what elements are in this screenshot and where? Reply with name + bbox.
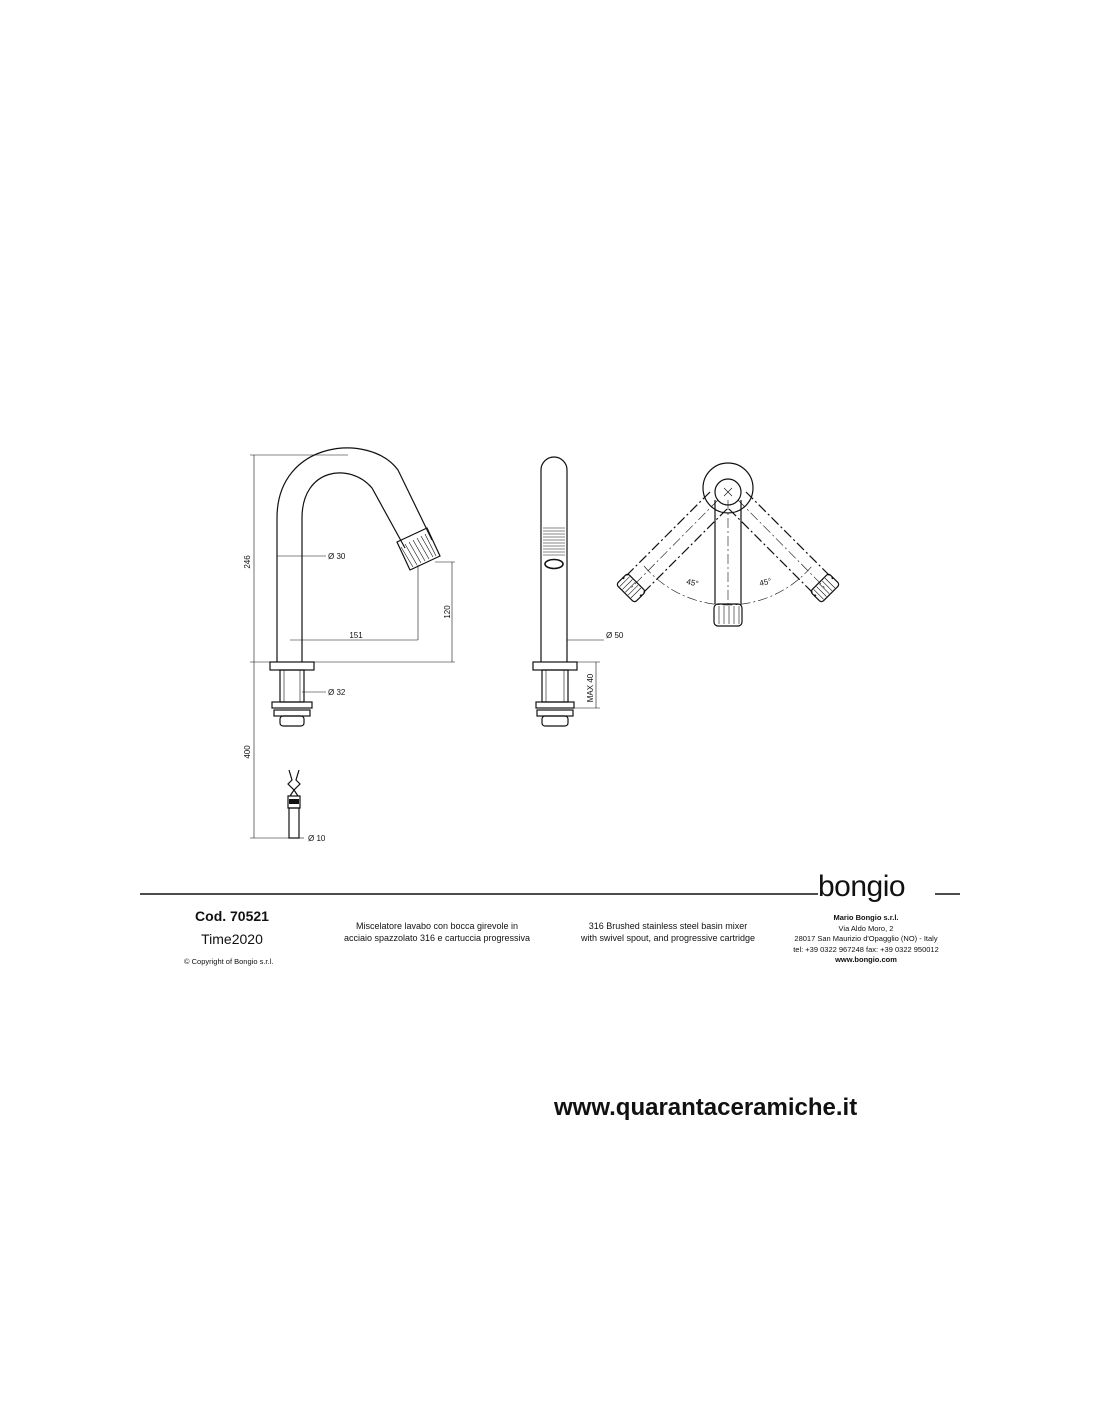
front-dimension-lines: [567, 639, 604, 709]
retailer-website-link[interactable]: www.quarantaceramiche.it: [554, 1094, 858, 1121]
front-nut-3: [541, 715, 569, 727]
description-italian-line2: acciaio spazzolato 316 e cartuccia progr…: [343, 933, 531, 943]
dim-shank-diameter: Ø 32: [328, 688, 346, 697]
copyright-notice: © Copyright of Bongio s.r.l.: [184, 957, 274, 966]
dim-hose-length: 400: [243, 745, 252, 759]
dim-max-thickness: MAX 40: [586, 673, 595, 702]
top-arm-right: [728, 491, 840, 603]
description-english: 316 Brushed stainless steel basin mixer …: [553, 920, 783, 944]
company-name: Mario Bongio s.r.l.: [833, 913, 899, 922]
dim-angle-right: 45°: [759, 577, 773, 588]
description-english-line2: with swivel spout, and progressive cartr…: [580, 933, 756, 943]
side-view: 246 Ø 30 120 151 Ø 32 400 Ø 10: [243, 447, 455, 843]
side-nut-1: [271, 701, 313, 709]
front-aerator-icon: [543, 527, 565, 570]
angle-arc: [643, 565, 813, 606]
top-hub-outer: [702, 462, 754, 514]
dim-height-total: 246: [243, 555, 252, 569]
company-info: Mario Bongio s.r.l. Via Aldo Moro, 2 280…: [760, 913, 972, 966]
side-nut-2: [273, 709, 311, 717]
dim-angle-left: 45°: [686, 577, 700, 588]
side-dimension-lines: [250, 454, 455, 839]
side-spout-outer: [276, 447, 433, 662]
top-arm-center: [713, 500, 743, 627]
product-code: Cod. 70521: [195, 908, 269, 924]
product-name: Time2020: [201, 931, 263, 947]
front-base-flange: [532, 661, 578, 671]
company-phone: tel: +39 0322 967248 fax: +39 0322 95001…: [793, 944, 939, 954]
description-italian-line1: Miscelatore lavabo con bocca girevole in: [355, 921, 519, 931]
dim-hose-diameter: Ø 10: [308, 834, 326, 843]
bongio-logo: bongio: [818, 870, 906, 903]
top-view: 45° 45°: [616, 462, 840, 627]
dim-spout-diameter: Ø 30: [328, 552, 346, 561]
company-website: www.bongio.com: [835, 955, 897, 964]
front-view: Ø 50 MAX 40: [532, 456, 624, 727]
side-base-flange: [269, 661, 315, 671]
front-nut-1: [535, 701, 575, 709]
front-nut-2: [536, 709, 574, 717]
company-address-line2: 28017 San Maurizio d'Opagglio (NO) - Ita…: [794, 934, 938, 943]
side-hose-icon: [287, 769, 301, 839]
dim-spout-reach: 151: [349, 631, 363, 640]
dim-spout-height: 120: [443, 605, 452, 619]
front-spout-body: [540, 456, 568, 662]
description-english-line1: 316 Brushed stainless steel basin mixer: [588, 921, 748, 931]
side-spout-inner: [301, 472, 406, 662]
dim-base-diameter: Ø 50: [606, 631, 624, 640]
side-aerator-icon: [396, 527, 441, 571]
side-shank: [279, 669, 305, 703]
company-address-line1: Via Aldo Moro, 2: [838, 923, 894, 933]
side-nut-3: [279, 715, 305, 727]
top-hub-inner: [714, 478, 742, 506]
description-italian: Miscelatore lavabo con bocca girevole in…: [322, 920, 552, 944]
top-arm-left: [616, 491, 728, 603]
